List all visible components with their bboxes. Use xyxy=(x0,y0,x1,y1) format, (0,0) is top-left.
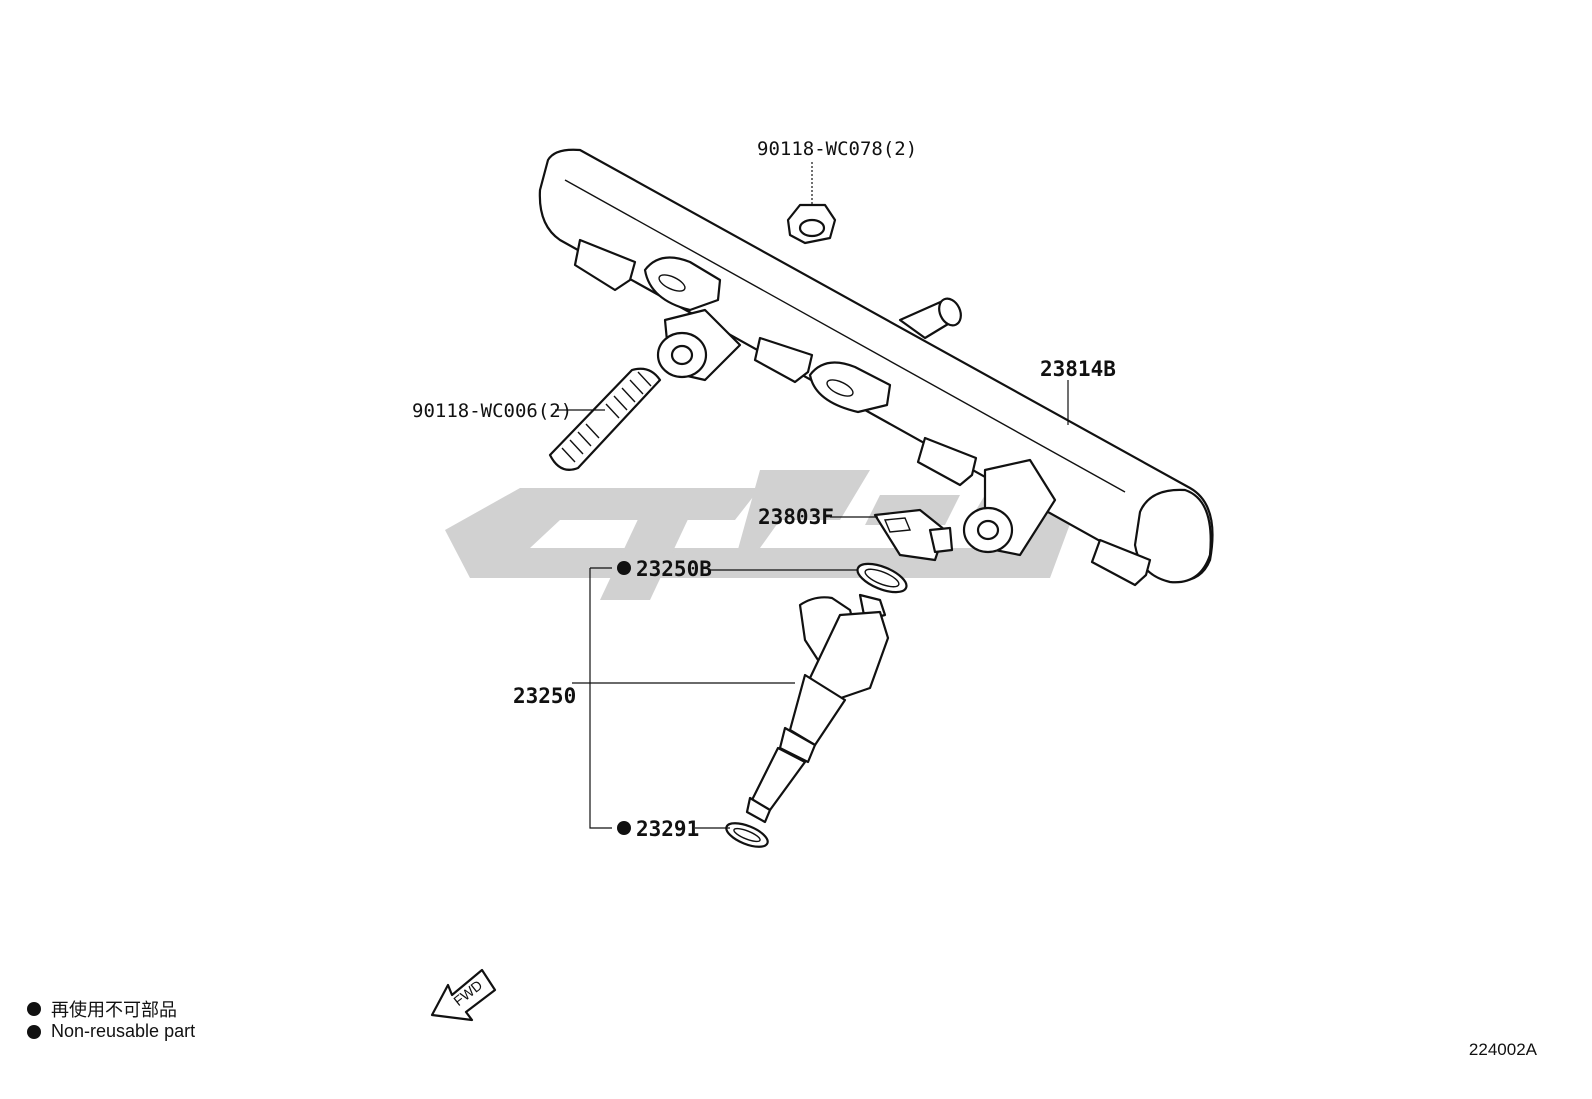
stud-bolt xyxy=(548,367,662,471)
non-reusable-dot-top xyxy=(617,561,631,575)
label-clip: 23803F xyxy=(758,505,834,529)
label-nut: 90118-WC078(2) xyxy=(757,138,917,160)
label-stud: 90118-WC006(2) xyxy=(412,400,572,422)
o-ring-top xyxy=(856,562,908,594)
label-rail: 23814B xyxy=(1040,357,1116,381)
leader-lines xyxy=(555,162,1069,829)
legend-japanese: 再使用不可部品 xyxy=(27,996,177,1022)
label-o-ring-top: 23250B xyxy=(636,557,712,581)
fuel-injector xyxy=(745,593,890,824)
label-injector: 23250 xyxy=(513,684,576,708)
non-reusable-dot-bottom xyxy=(617,821,631,835)
fwd-arrow-icon: FWD xyxy=(430,968,497,1022)
bullet-icon xyxy=(27,1002,41,1016)
flange-nut xyxy=(786,203,837,245)
legend-english: Non-reusable part xyxy=(27,1021,195,1042)
bullet-icon xyxy=(27,1024,41,1039)
label-o-ring-bottom: 23291 xyxy=(636,817,699,841)
legend-ja-text: 再使用不可部品 xyxy=(51,1000,177,1020)
fuel-rail xyxy=(538,148,1214,587)
injector-clip xyxy=(873,508,954,562)
diagram-reference-code: 224002A xyxy=(1468,1040,1537,1059)
o-ring-bottom xyxy=(725,822,769,848)
legend-en-text: Non-reusable part xyxy=(51,1021,196,1041)
